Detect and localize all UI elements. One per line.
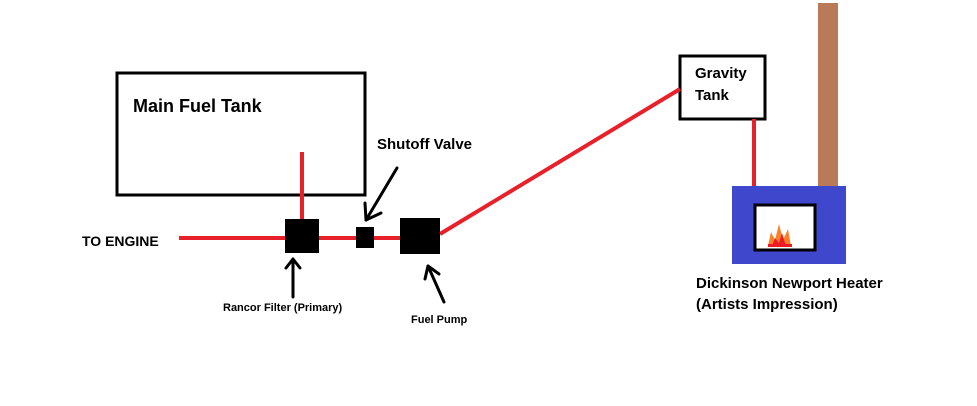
gravity-tank-label-line2: Tank — [695, 87, 729, 104]
to-engine-label: TO ENGINE — [82, 233, 159, 249]
heater-label-line1: Dickinson Newport Heater — [696, 275, 883, 292]
main-fuel-tank-label: Main Fuel Tank — [133, 96, 262, 116]
main-fuel-tank — [115, 71, 367, 197]
rancor-filter — [285, 219, 319, 253]
gravity-tank-label-line1: Gravity — [695, 65, 747, 82]
arrow-to-rancor-filter — [284, 257, 302, 299]
heater-label-line2: (Artists Impression) — [696, 296, 838, 313]
fuel-pump-label: Fuel Pump — [411, 314, 468, 326]
fuel-pump — [400, 218, 440, 254]
arrow-to-shutoff-valve — [363, 166, 399, 222]
gravity-tank — [678, 54, 767, 121]
rancor-filter-label: Rancor Filter (Primary) — [223, 302, 343, 314]
fuel-lines — [179, 87, 756, 240]
shutoff-valve-label: Shutoff Valve — [377, 136, 473, 153]
fuel-line-pump-to-gravity-tank — [438, 87, 682, 236]
heater-label: Dickinson Newport Heater (Artists Impres… — [696, 273, 883, 315]
gravity-tank-label: Gravity Tank — [695, 63, 765, 107]
arrow-to-fuel-pump — [423, 264, 446, 304]
arrows — [284, 166, 446, 304]
shutoff-valve — [356, 227, 374, 248]
flame-icon — [768, 224, 792, 247]
heater-chimney — [818, 3, 838, 186]
